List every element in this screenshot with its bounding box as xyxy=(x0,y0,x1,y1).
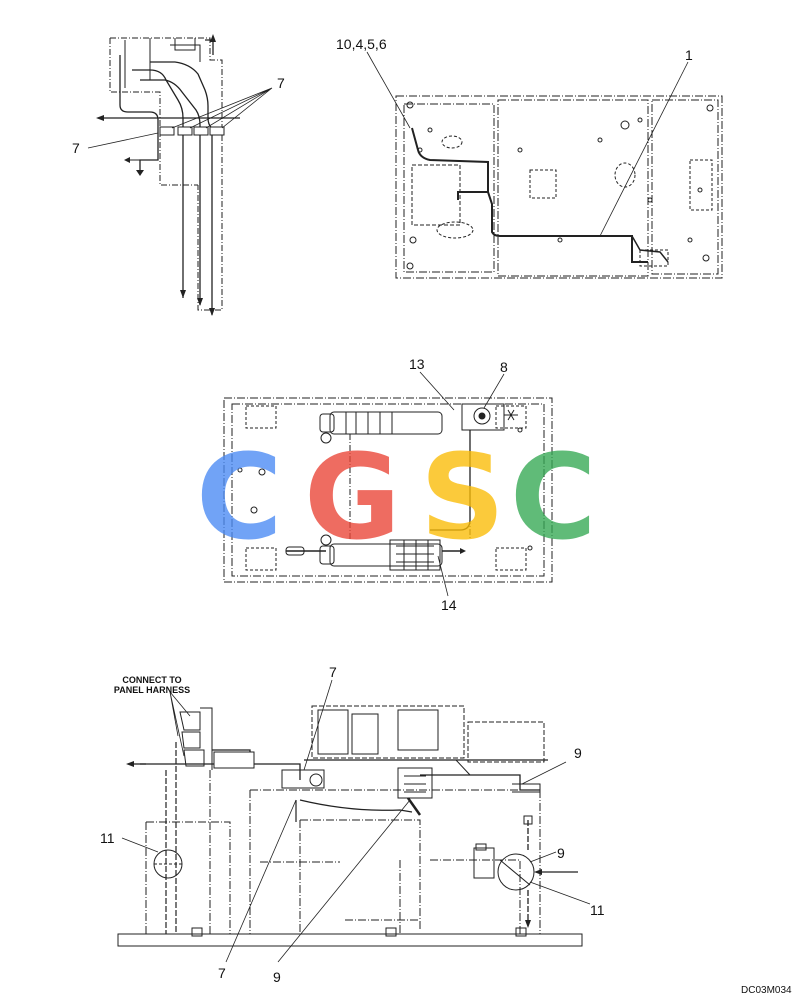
callout-9-bottom-bottom: 9 xyxy=(273,969,281,985)
callout-11-bottom-left: 11 xyxy=(100,830,115,846)
watermark-letter-g: G xyxy=(304,428,401,566)
callout-13: 13 xyxy=(409,356,425,372)
note-line-2: PANEL HARNESS xyxy=(113,685,191,696)
watermark-letter-c2: C xyxy=(510,428,597,566)
drawing-code: DC03M034 xyxy=(741,985,792,996)
callout-7-top-left-right: 7 xyxy=(277,75,285,91)
callout-14: 14 xyxy=(441,597,457,613)
callout-1: 1 xyxy=(685,47,693,63)
callout-11-bottom-right: 11 xyxy=(590,902,605,918)
callout-7-top-left-left: 7 xyxy=(72,140,80,156)
top-left-harness-view xyxy=(87,34,273,316)
callout-8: 8 xyxy=(500,359,508,375)
callout-9-bottom-right: 9 xyxy=(574,745,582,761)
connect-to-panel-harness-note: CONNECT TO PANEL HARNESS xyxy=(112,675,192,696)
watermark-letter-s: S xyxy=(420,428,505,566)
callout-7-bottom-bottom: 7 xyxy=(218,965,226,981)
callout-9-bottom-mid: 9 xyxy=(557,845,565,861)
callout-7-bottom-top: 7 xyxy=(329,664,337,680)
note-line-1: CONNECT TO xyxy=(122,675,182,685)
middle-panel-view xyxy=(223,371,553,597)
watermark-letter-c1: C xyxy=(196,428,283,566)
bottom-side-view xyxy=(117,679,591,963)
callout-10-4-5-6: 10,4,5,6 xyxy=(336,36,387,52)
top-right-plan-view xyxy=(366,51,723,279)
